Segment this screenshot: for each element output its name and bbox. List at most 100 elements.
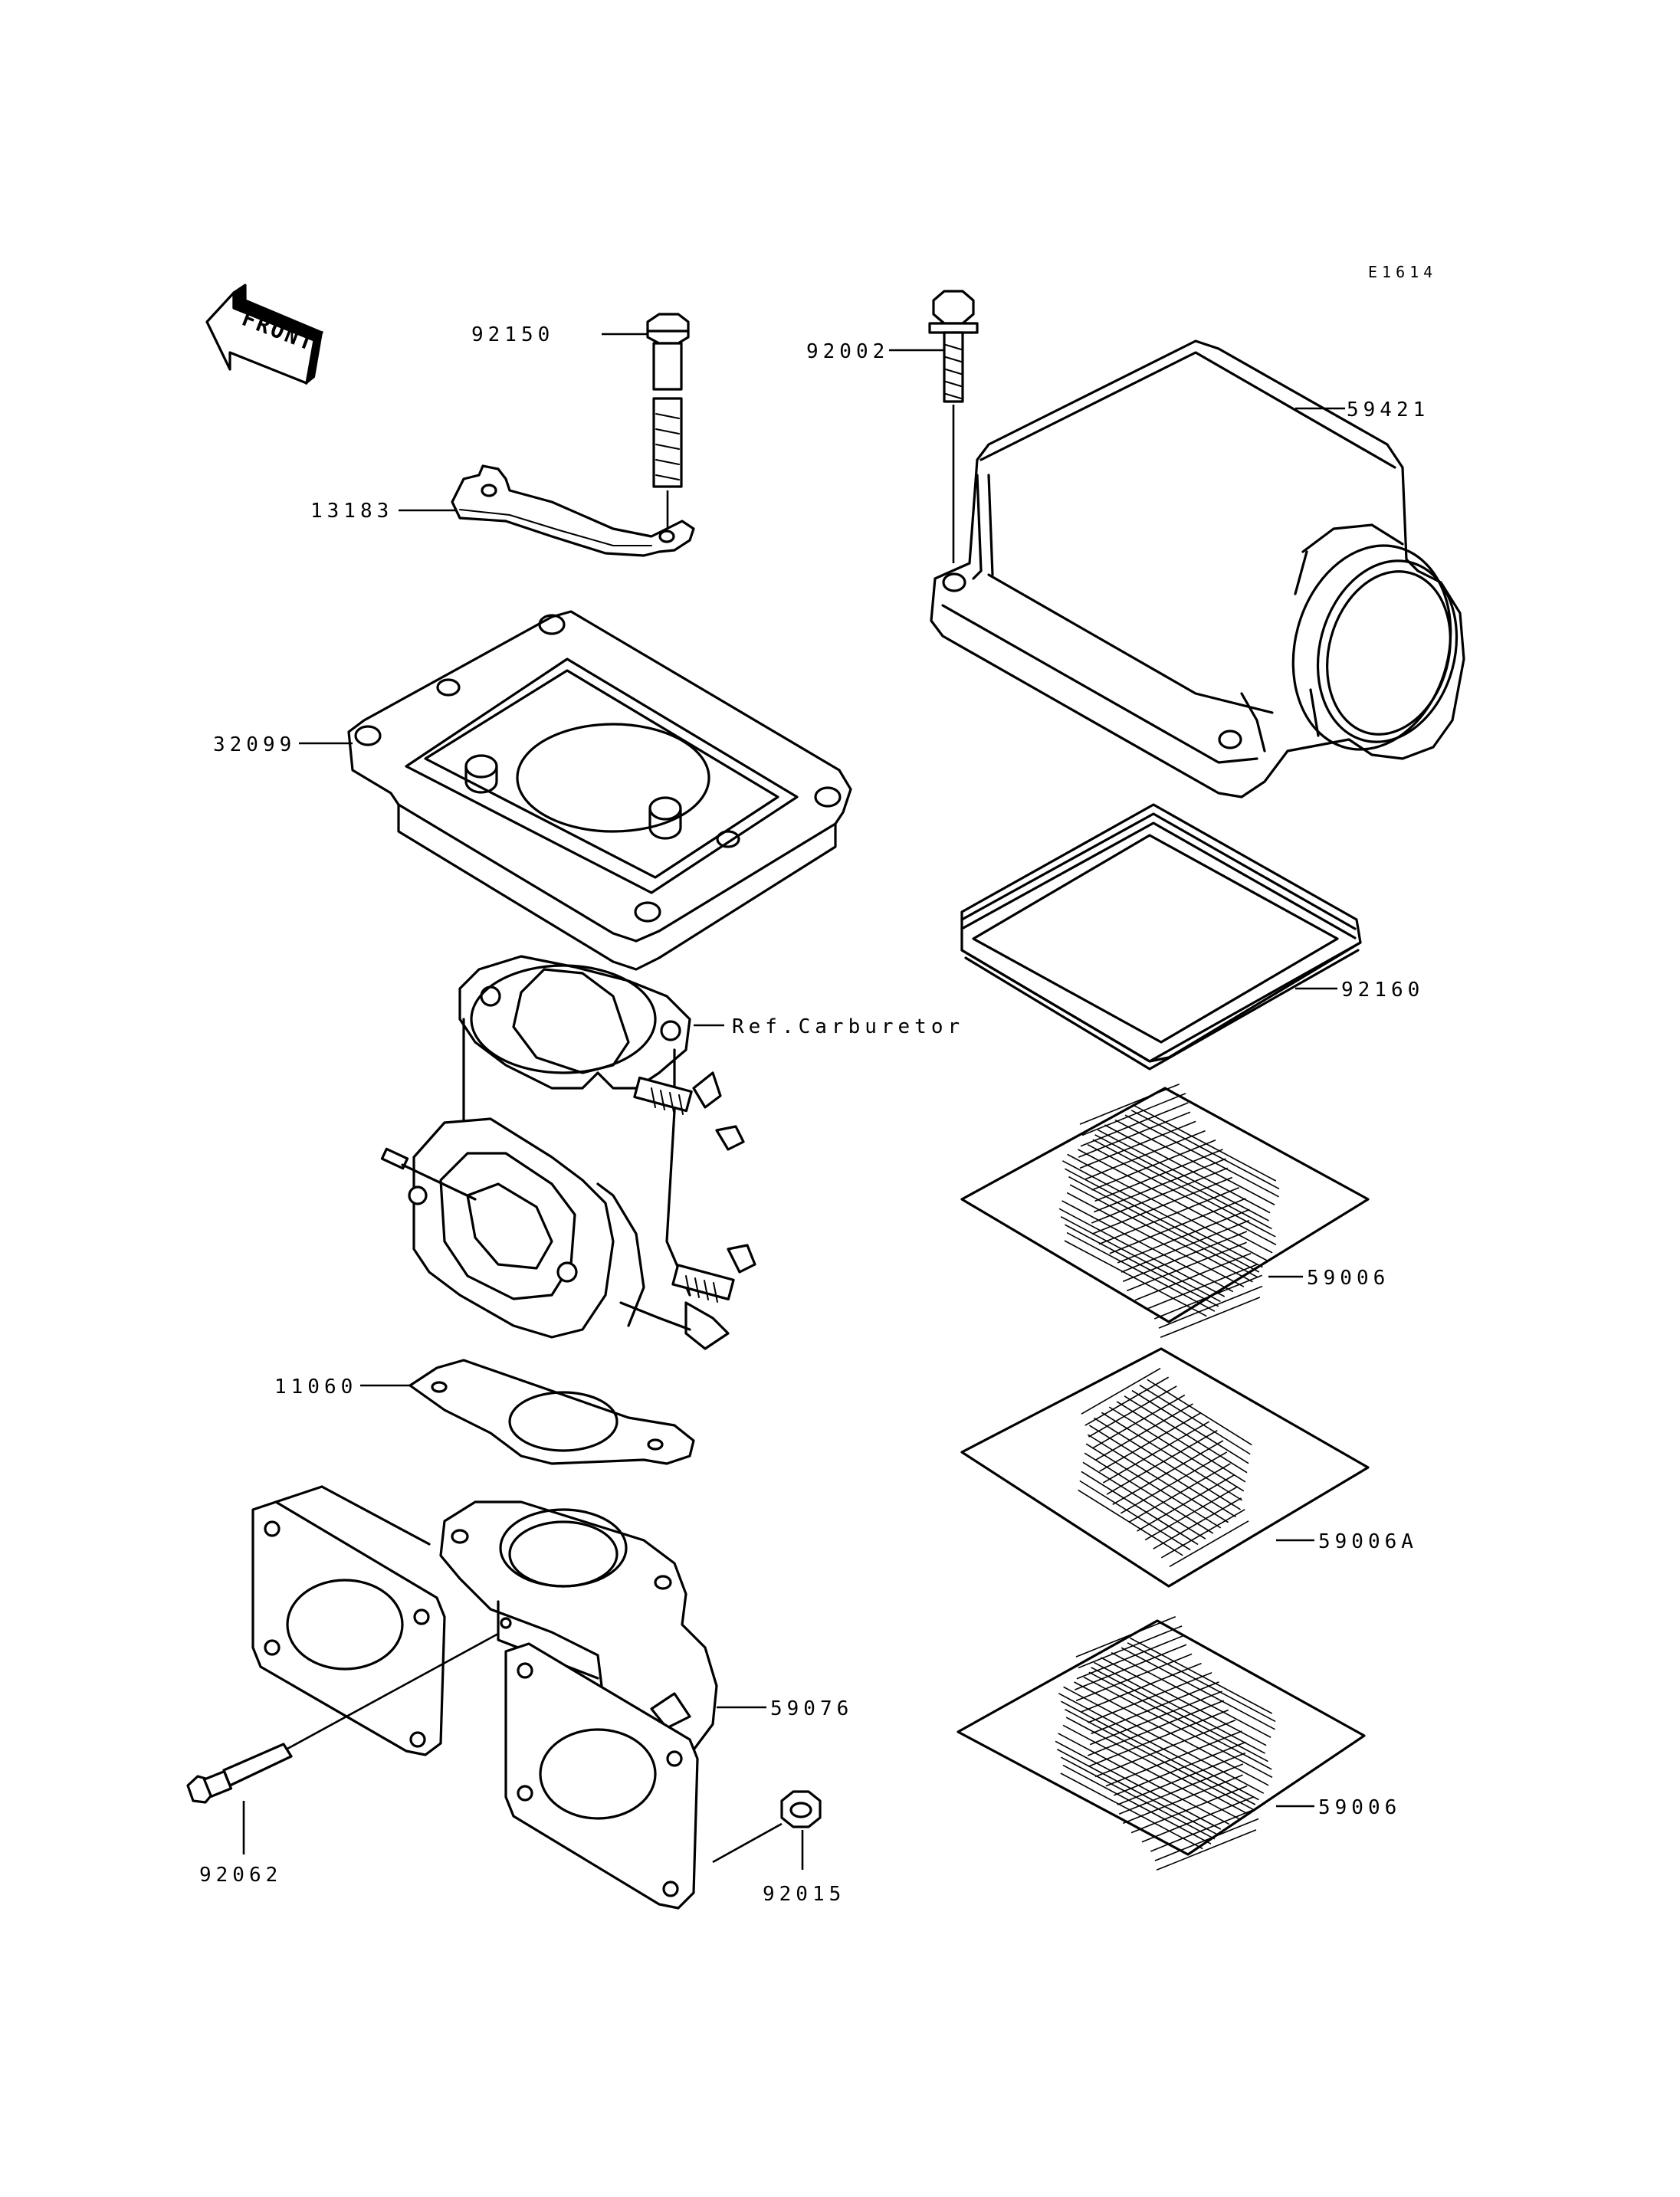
mesh-strand — [1094, 1719, 1236, 1778]
mesh-strand — [1156, 1829, 1257, 1871]
label-92160: 92160 — [1341, 979, 1424, 1002]
mesh-strand — [1101, 1657, 1267, 1746]
label-ref-carburetor: Ref.Carburetor — [732, 1015, 964, 1038]
mesh-strand — [1081, 1367, 1161, 1415]
label-59421: 59421 — [1347, 398, 1429, 421]
mesh-strand — [1150, 1807, 1258, 1852]
part-92150-bolt — [646, 313, 690, 529]
mesh-strand — [1112, 1440, 1224, 1505]
mesh-strand — [1098, 1186, 1240, 1245]
mesh-strand — [1124, 1114, 1280, 1198]
mesh-strand — [1114, 1119, 1275, 1205]
mesh-strand — [1094, 1417, 1242, 1510]
mesh-strand — [1067, 1153, 1268, 1261]
mesh-strand — [1130, 1785, 1248, 1834]
mesh-strand — [1084, 1452, 1214, 1534]
mesh-strand — [1131, 1389, 1249, 1464]
mesh-strand — [1153, 1274, 1262, 1320]
mesh-strand — [1087, 1143, 1277, 1246]
label-59006-bottom: 59006 — [1318, 1796, 1401, 1819]
mesh-strand — [1104, 1124, 1271, 1214]
mesh-strand — [1060, 1216, 1221, 1303]
mesh-strand — [1081, 1662, 1202, 1713]
label-11060: 11060 — [274, 1376, 357, 1399]
mesh-strand — [1160, 1297, 1261, 1339]
mesh-strand — [1065, 1224, 1219, 1307]
mesh-strand — [1092, 1139, 1276, 1238]
mesh-strand — [1122, 1774, 1243, 1825]
mesh-strand — [1061, 1700, 1256, 1805]
mesh-strand — [1094, 1149, 1223, 1202]
mesh-strand — [1088, 1672, 1212, 1723]
mesh-strand — [1133, 1104, 1277, 1182]
label-92150: 92150 — [471, 323, 554, 346]
part-59006A-screen — [960, 1347, 1370, 1588]
mesh-strand — [1079, 1083, 1180, 1125]
mesh-strand — [1117, 1208, 1250, 1264]
mesh-strand — [1109, 1198, 1246, 1254]
part-59076-manifold — [251, 1485, 718, 1910]
mesh-strand — [1081, 1471, 1199, 1546]
mesh-strand — [1088, 1709, 1229, 1768]
mesh-strand — [1160, 1509, 1245, 1559]
mesh-strand — [1076, 1635, 1185, 1680]
mesh-strand — [1066, 1192, 1245, 1287]
mesh-strand — [1154, 1818, 1259, 1861]
mesh-strand — [1158, 1285, 1263, 1329]
mesh-strand — [1081, 1093, 1186, 1136]
mesh-strand — [1137, 1474, 1235, 1532]
mesh-strand — [1108, 1406, 1245, 1492]
part-59006-screen-bottom — [956, 1615, 1366, 1871]
mesh-strand — [1062, 1724, 1241, 1820]
mesh-strand — [1102, 1421, 1210, 1484]
mesh-strand — [1105, 1730, 1242, 1787]
label-32099: 32099 — [213, 733, 296, 756]
ref-carburetor — [380, 955, 756, 1350]
mesh-strand — [1093, 1158, 1226, 1213]
mesh-strand — [1058, 1733, 1230, 1825]
mesh-strand — [1120, 1451, 1228, 1514]
mesh-strand — [1087, 1700, 1225, 1756]
part-92002-bolt — [928, 290, 979, 563]
mesh-strand — [1065, 1708, 1254, 1811]
mesh-strand — [1116, 1401, 1246, 1483]
mesh-strand — [1087, 1434, 1229, 1523]
mesh-strand — [1153, 1497, 1242, 1549]
part-13183-bracket — [451, 464, 695, 557]
part-59421-cover — [930, 339, 1465, 798]
label-92015: 92015 — [763, 1883, 845, 1906]
mesh-strand — [1083, 1676, 1273, 1779]
part-11060-gasket — [409, 1359, 695, 1465]
mesh-strand — [1130, 1110, 1280, 1190]
mesh-strand — [1134, 1252, 1252, 1301]
label-92002: 92002 — [806, 340, 889, 363]
mesh-strand — [1084, 1376, 1170, 1426]
mesh-strand — [1091, 1139, 1216, 1191]
mesh-strand — [1061, 1200, 1234, 1293]
mesh-strand — [1064, 1240, 1207, 1317]
mesh-strand — [1055, 1740, 1222, 1830]
mesh-strand — [1065, 1717, 1249, 1815]
mesh-strand — [1117, 1752, 1246, 1805]
part-92160-seal — [960, 803, 1362, 1071]
part-32099-base — [347, 610, 852, 971]
mesh-strand — [1091, 1394, 1186, 1449]
mesh-strand — [1095, 1403, 1193, 1461]
mesh-strand — [1124, 1395, 1248, 1474]
mesh-strand — [1129, 1637, 1273, 1714]
mesh-strand — [1126, 1241, 1247, 1292]
mesh-strand — [1088, 1671, 1272, 1770]
label-59006A: 59006A — [1318, 1530, 1418, 1553]
mesh-strand — [1062, 1764, 1212, 1844]
mesh-strand — [1061, 1756, 1216, 1840]
mesh-strand — [1056, 1749, 1217, 1835]
front-arrow-icon: FRONT — [205, 284, 323, 385]
mesh-strand — [1065, 1168, 1260, 1273]
part-92015-nut — [712, 1790, 822, 1870]
mesh-strand — [1169, 1520, 1249, 1568]
mesh-strand — [1113, 1741, 1246, 1796]
mesh-strand — [1082, 1461, 1206, 1540]
mesh-strand — [1091, 1176, 1233, 1235]
mesh-strand — [1121, 1647, 1276, 1730]
